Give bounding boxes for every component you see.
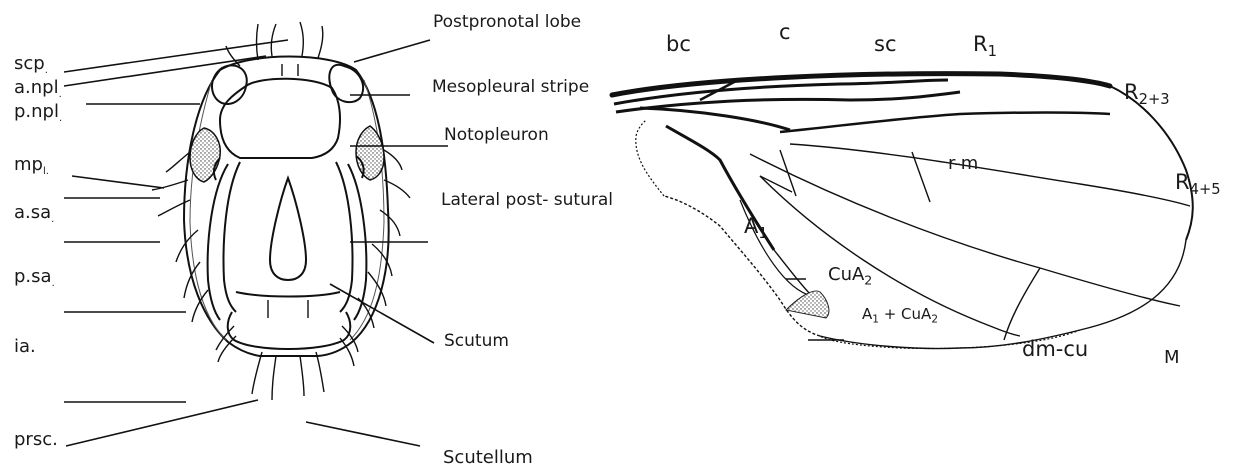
label-mpl-suffix: l. (43, 166, 49, 177)
label-scutellum: Scutellum (443, 449, 533, 467)
label-lateral: Lateral post- sutural (441, 192, 613, 209)
base-r-vein (640, 108, 790, 130)
label-mpl: mpl. (14, 156, 49, 177)
scutum-stripe-left-inner (224, 162, 240, 312)
scutellum-shape (228, 312, 351, 349)
label-cua2: CuA2 (828, 266, 872, 287)
label-a1: A1 (744, 216, 768, 242)
label-anpl: a.npl. (14, 79, 62, 100)
label-a1-cua2-a: A (862, 305, 872, 323)
costa-thin (1110, 86, 1193, 240)
cua2-stippled (786, 291, 829, 318)
label-cua2-sub: 2 (864, 272, 872, 287)
cell-vein-upper (780, 150, 796, 196)
label-r23: R2+3 (1124, 82, 1170, 108)
label-r1: R1 (973, 34, 997, 60)
label-a1-cua2-plus: + CuA (879, 305, 931, 323)
label-r23-text: R (1124, 80, 1139, 104)
medial-stripe (270, 178, 306, 280)
wing-base-dotted (636, 120, 664, 196)
label-a1-cua2-a-sub: 1 (872, 314, 879, 326)
label-asa: a.sa. (14, 204, 54, 225)
leader-scutellum (306, 422, 420, 446)
postpronotal-lobe-right (329, 65, 363, 102)
label-a1-sub: 1 (758, 225, 767, 242)
label-psa: p.sa. (14, 268, 55, 289)
leader-prsc (66, 400, 258, 446)
label-scp-suffix: . (45, 65, 48, 76)
label-r23-sub: 2+3 (1139, 91, 1170, 108)
leader-scp (64, 40, 288, 72)
r23-vein (780, 113, 1110, 133)
label-ia: ia. (14, 338, 36, 356)
label-r1-sub: 1 (988, 43, 997, 60)
label-scutum: Scutum (444, 333, 509, 350)
label-psa-text: p.sa (14, 266, 52, 287)
label-r45-sub: 4+5 (1190, 181, 1221, 198)
label-r1-text: R (973, 32, 988, 56)
label-psa-suffix: . (52, 278, 55, 289)
label-pnpl-text: p.npl (14, 101, 59, 122)
label-pnpl: p.npl. (14, 103, 62, 124)
label-r45: R4+5 (1175, 172, 1221, 198)
label-anpl-suffix: . (59, 89, 62, 100)
label-bc: bc (666, 34, 691, 55)
label-notopleuron: Notopleuron (444, 127, 549, 144)
label-asa-suffix: . (51, 214, 54, 225)
label-rm: r-m (948, 155, 978, 173)
label-r45-text: R (1175, 170, 1190, 194)
bm-crossvein (760, 176, 792, 192)
dmcu-crossvein (1004, 268, 1040, 340)
m-vein (750, 154, 1180, 306)
label-prsc: prsc. (14, 431, 58, 449)
label-pnpl-suffix: . (59, 113, 62, 124)
label-a1-cua2: A1 + CuA2 (862, 307, 938, 325)
wing-margin-dotted (664, 196, 820, 336)
leader-anpl (64, 56, 266, 86)
transverse-suture (236, 292, 340, 297)
thorax-drawing (152, 22, 410, 400)
label-mpl-text: mp (14, 154, 43, 175)
label-mesopleural: Mesopleural stripe (432, 79, 589, 96)
leader-postpronotal (354, 40, 430, 62)
label-postpronotal: Postpronotal lobe (433, 14, 581, 31)
r45-vein (790, 144, 1190, 206)
prescutum-plate (220, 79, 340, 158)
scutum-stripe-left-outer (208, 164, 228, 320)
label-m: M (1164, 349, 1180, 367)
thorax-leader-lines (64, 40, 448, 446)
label-scp: scp. (14, 55, 48, 76)
label-c: c (779, 22, 791, 43)
label-anpl-text: a.npl (14, 77, 59, 98)
leader-mpl (72, 176, 164, 188)
label-scp-text: scp (14, 53, 45, 74)
label-a1-cua2-sub: 2 (931, 314, 938, 326)
notopleuron-left (190, 128, 220, 182)
label-dmcu: dm-cu (1022, 339, 1088, 360)
label-a1-text: A (744, 214, 758, 238)
label-cua2-text: CuA (828, 264, 864, 285)
label-sc: sc (874, 34, 897, 55)
label-asa-text: a.sa (14, 202, 51, 223)
